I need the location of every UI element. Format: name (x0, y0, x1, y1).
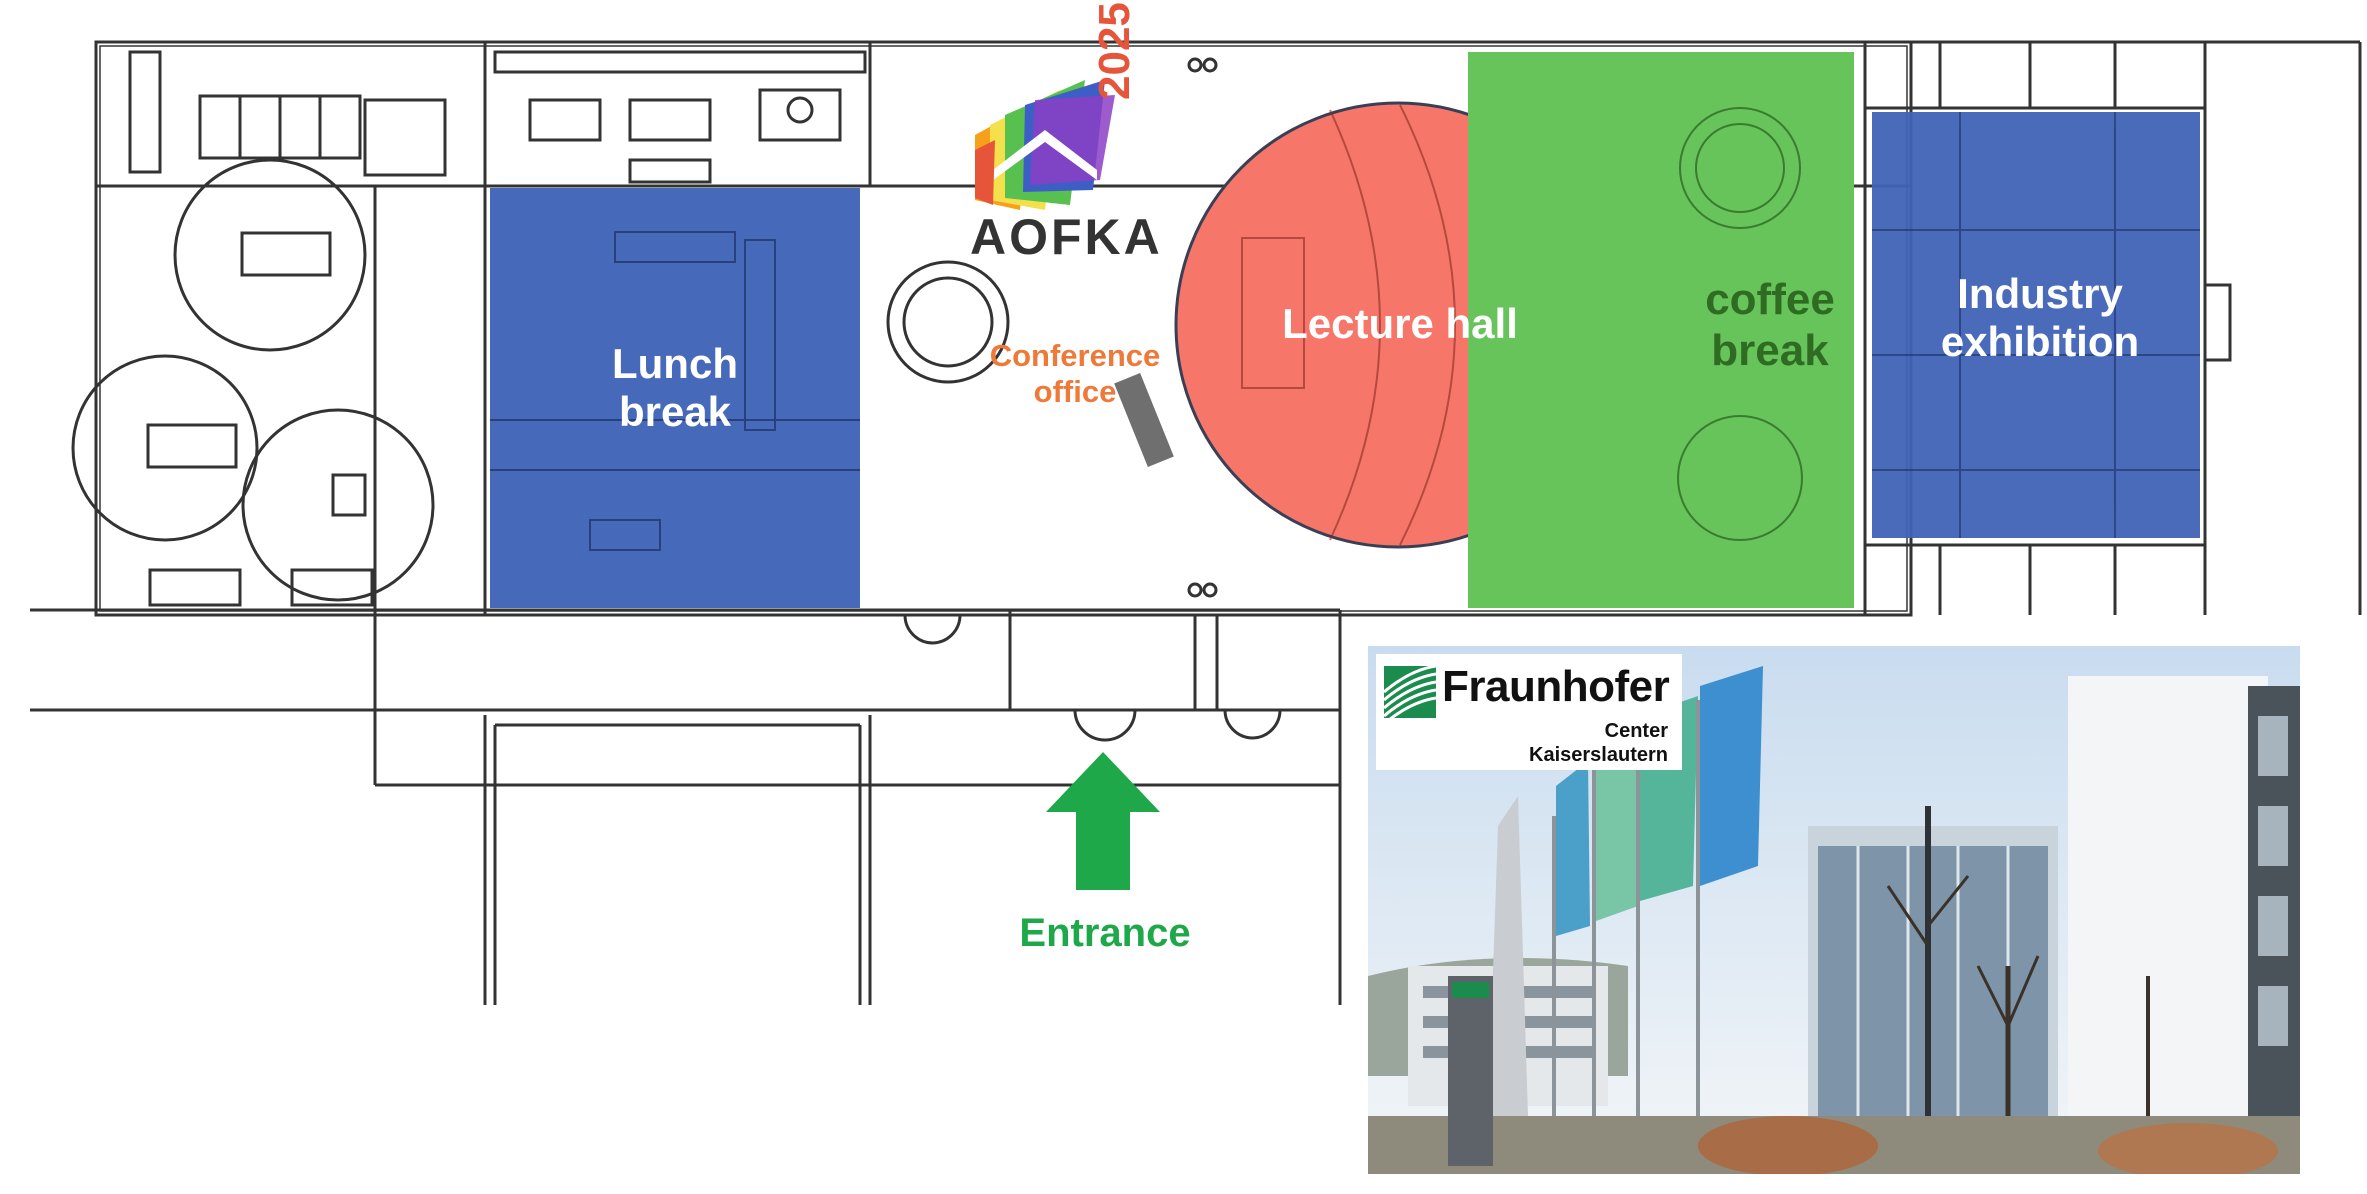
conference-logo-name: AOFKA (970, 209, 1163, 265)
fraunhofer-logo-stripe (1384, 672, 1436, 702)
conference-office-label-line2: office (1033, 373, 1117, 409)
conference-office-label-line1: Conference (989, 338, 1161, 373)
lunch-room-fixtures (490, 231, 860, 551)
industry-exhibition-room[interactable] (1872, 112, 2200, 538)
lunch-break-room[interactable] (490, 188, 860, 608)
coffee-break-label-line2: break (1711, 325, 1829, 375)
lunch-break-label-line2: break (618, 388, 732, 436)
entrance-label: Entrance (1019, 911, 1191, 955)
floor-plan (30, 40, 2362, 1005)
lunch-break-label: Lunch break (560, 340, 790, 437)
fraunhofer-logo-line1: Center (1604, 720, 1668, 742)
fraunhofer-logo-stripe (1384, 666, 1436, 694)
fraunhofer-logo-stripe (1389, 696, 1436, 718)
industry-exhibition-label-line2: exhibition (1940, 318, 2140, 366)
industry-exhibition-label: Industry exhibition (1900, 270, 2180, 367)
roof-house-logo-icon (975, 80, 1115, 210)
conference-office-desk (1114, 373, 1174, 467)
fraunhofer-logo-word: Fraunhofer (1442, 662, 1670, 711)
coffee-break-label: coffee break (1670, 275, 1870, 376)
coffee-room-fixtures (1677, 107, 1803, 541)
fraunhofer-logo-line2: Kaiserslautern (1529, 744, 1668, 766)
lunch-break-label-line1: Lunch (612, 340, 738, 387)
fraunhofer-logo-stripe (1384, 688, 1436, 718)
fraunhofer-logo-box: Fraunhofer Center Kaiserslautern (1376, 654, 1682, 770)
lecture-hall-stage (1241, 104, 1456, 546)
conference-logo-year: 2025 (1090, 2, 1139, 100)
industry-exhibition-label-line1: Industry (1957, 270, 2123, 317)
coffee-break-label-line1: coffee (1705, 275, 1835, 324)
fraunhofer-logo-stripe (1384, 680, 1436, 710)
fraunhofer-building-photo: Fraunhofer Center Kaiserslautern (1368, 646, 2300, 1174)
lecture-hall-label: Lecture hall (1282, 300, 1518, 347)
conference-office-label: Conference office (965, 338, 1185, 409)
fraunhofer-logo-icon (1384, 666, 1436, 718)
industry-room-grid (1872, 112, 2200, 538)
entrance-arrow (1046, 752, 1160, 890)
